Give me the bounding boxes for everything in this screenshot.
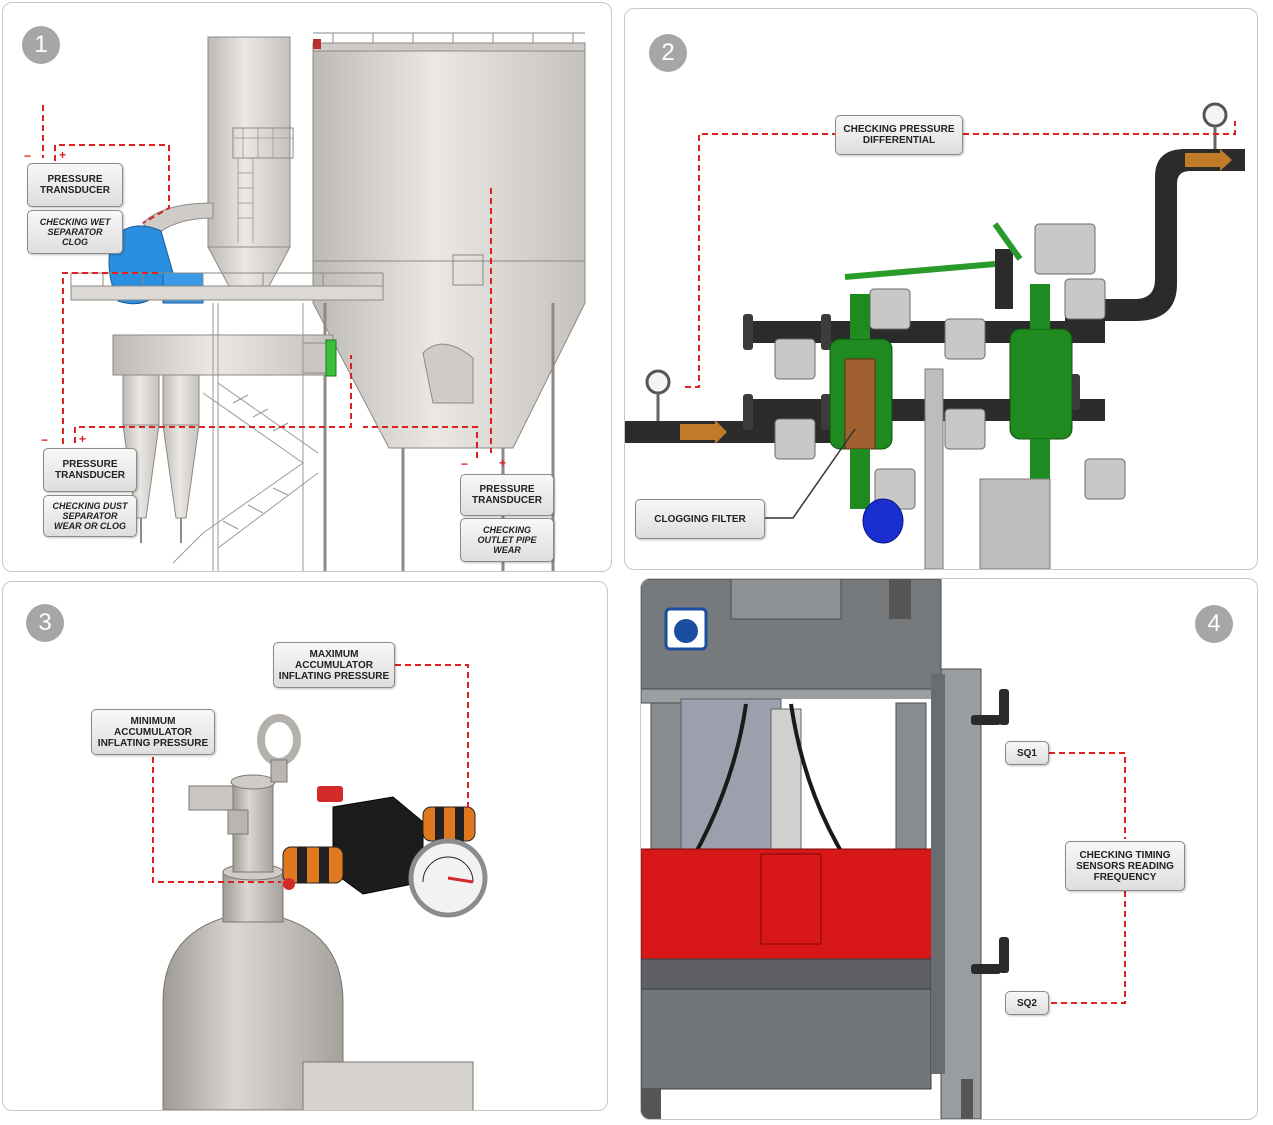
pressure-transducer-label-2: PRESSURE TRANSDUCER: [43, 448, 137, 492]
panel-dust-collector: 1 − + − + − + PRESSURE TRANSDUCER CHECKI…: [2, 2, 612, 572]
gas-bottle: [162, 714, 474, 1110]
step-badge-3: 3: [26, 604, 64, 642]
valve-actuators: [774, 223, 1126, 510]
dust-separator-wear-label: CHECKING DUST SEPARATOR WEAR OR CLOG: [43, 495, 137, 537]
timing-sensors: [971, 689, 1009, 974]
pressure-differential-label: CHECKING PRESSURE DIFFERENTIAL: [835, 115, 963, 155]
pressure-transducer-label-1: PRESSURE TRANSDUCER: [27, 163, 123, 207]
flow-arrows: [680, 149, 1232, 444]
plus-sign: +: [79, 432, 87, 446]
max-accumulator-pressure-label: MAXIMUM ACCUMULATOR INFLATING PRESSURE: [273, 642, 395, 688]
cyclone-separators: [112, 334, 337, 543]
wet-separator-tower: [142, 36, 294, 289]
callout-lines: [152, 664, 469, 883]
walkway-platform: [70, 272, 384, 301]
pressure-gauge: [408, 838, 488, 918]
press-machine: [641, 579, 982, 1119]
step-badge-1: 1: [22, 26, 60, 64]
minus-sign: −: [41, 433, 49, 447]
panel-filter-system: 2 CHECKING PRESSURE DIFFERENTIAL CLOGGIN…: [624, 8, 1258, 570]
clogging-filter-leader: [765, 428, 856, 519]
accumulator-illustration: [152, 664, 488, 1110]
panel-accumulator: 3 MAXIMUM ACCUMULATOR INFLATING PRESSURE…: [2, 581, 608, 1111]
callout-lines: [685, 121, 1236, 388]
sensor-sq1-label: SQ1: [1005, 741, 1049, 765]
sensor-sq2-label: SQ2: [1005, 991, 1049, 1015]
filter-system-illustration: [625, 102, 1245, 569]
callout-lines: [1049, 752, 1126, 1004]
timing-sensors-label: CHECKING TIMING SENSORS READING FREQUENC…: [1065, 841, 1185, 891]
timing-sensors-illustration: [641, 579, 1126, 1119]
pressure-transducer-label-3: PRESSURE TRANSDUCER: [460, 474, 554, 516]
wet-separator-clog-label: CHECKING WET SEPARATOR CLOG: [27, 210, 123, 254]
step-badge-4: 4: [1195, 605, 1233, 643]
green-filter-housings: [829, 222, 1073, 509]
step-badge-2: 2: [649, 34, 687, 72]
minus-sign: −: [24, 149, 32, 163]
plus-sign: +: [59, 148, 67, 162]
min-accumulator-pressure-label: MINIMUM ACCUMULATOR INFLATING PRESSURE: [91, 709, 215, 755]
pressure-gauges: [645, 102, 1228, 421]
panel-timing-sensors: 4 SQ1 SQ2 CHECKING TIMING SENSORS READIN…: [640, 578, 1258, 1120]
minus-sign: −: [461, 457, 469, 471]
blue-accumulator: [862, 498, 904, 544]
plus-sign: +: [499, 456, 507, 470]
outlet-pipe-wear-label: CHECKING OUTLET PIPE WEAR: [460, 518, 554, 562]
support-frame: [924, 368, 1051, 569]
clogging-filter-label: CLOGGING FILTER: [635, 499, 765, 539]
callout-lines: [42, 105, 492, 458]
